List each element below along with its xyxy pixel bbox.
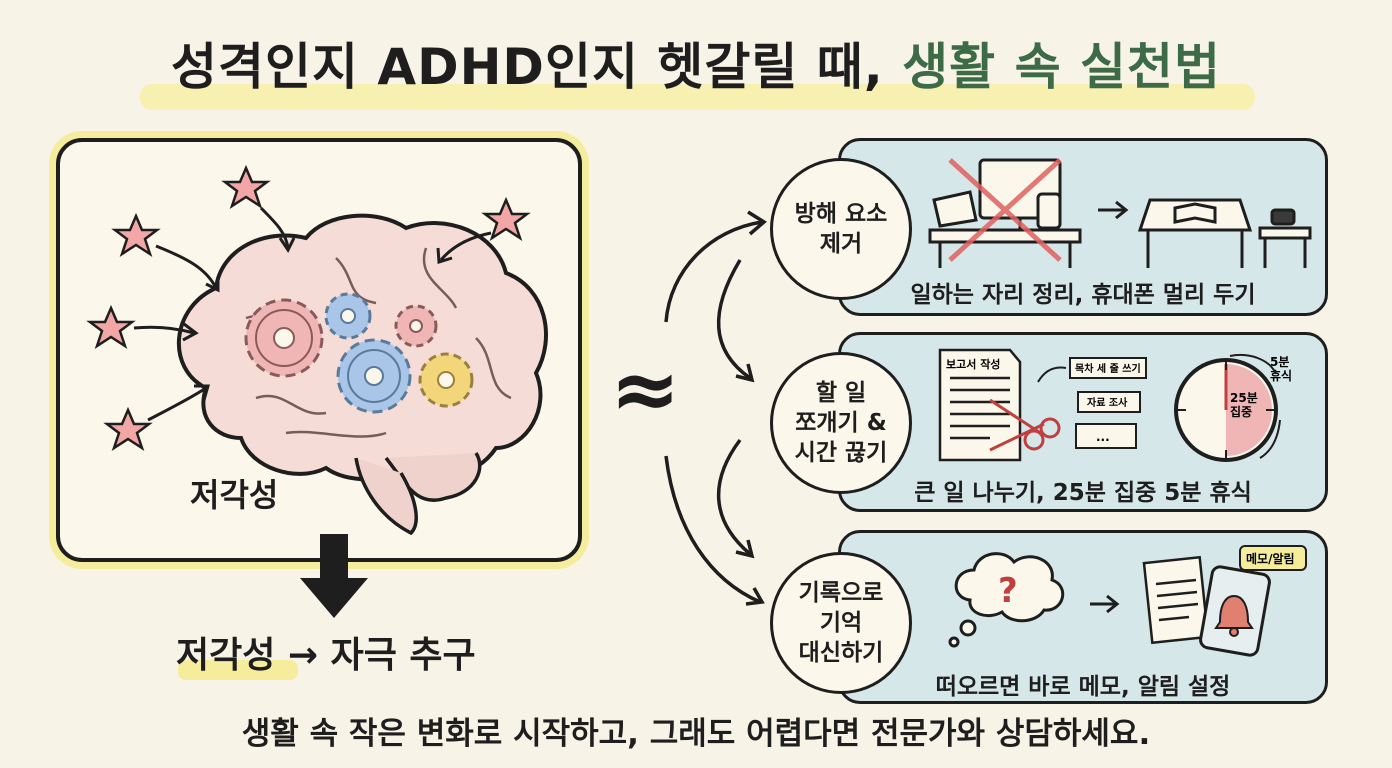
document-label: 보고서 작성 bbox=[946, 357, 1000, 371]
stimulus-arrows bbox=[133, 206, 492, 422]
card-caption: 일하는 자리 정리, 휴대폰 멀리 두기 bbox=[910, 282, 1256, 308]
arrow-icon bbox=[1229, 354, 1277, 375]
branch-arrows bbox=[664, 210, 767, 606]
down-arrow-icon bbox=[300, 534, 368, 618]
desk-illustration bbox=[928, 158, 1312, 268]
gear-icon-pink-small bbox=[394, 304, 438, 348]
memo-illustration: ? 메모/알림 bbox=[948, 545, 1307, 657]
brain-label: 저각성 bbox=[190, 476, 279, 514]
title-accent: 생활 속 실천법 bbox=[902, 38, 1221, 96]
cross-icon bbox=[948, 158, 1062, 262]
arrow-right-icon bbox=[1090, 594, 1120, 614]
page-title: 성격인지 ADHD인지 헷갈릴 때, 생활 속 실천법 bbox=[0, 22, 1392, 112]
timer-icon bbox=[1174, 358, 1278, 462]
task-card bbox=[1069, 357, 1147, 449]
gear-icon-blue bbox=[336, 338, 412, 414]
brain-icon bbox=[176, 213, 548, 536]
approx-symbol: ≈ bbox=[610, 340, 681, 438]
card-caption: 큰 일 나누기, 25분 집중 5분 휴식 bbox=[914, 480, 1252, 506]
strategy-circle-distraction: 방해 요소 제거 bbox=[770, 158, 912, 300]
star-icon bbox=[86, 164, 531, 451]
thought-cloud-icon bbox=[948, 552, 1065, 648]
footer-message: 생활 속 작은 변화로 시작하고, 그래도 어렵다면 전문가와 상담하세요. bbox=[241, 716, 1151, 752]
result-highlight bbox=[178, 660, 298, 680]
arrow-right-icon bbox=[1098, 200, 1129, 220]
arrow-icon bbox=[1259, 419, 1281, 459]
messy-desk-icon bbox=[928, 158, 1082, 268]
memo-tag-badge bbox=[1239, 545, 1307, 571]
gear-icon-blue-small bbox=[324, 292, 372, 340]
task-label: ... bbox=[1096, 430, 1110, 444]
notepad-icon bbox=[1142, 555, 1210, 645]
arrow-icon bbox=[1037, 366, 1067, 383]
task-label: 자료 조사 bbox=[1087, 396, 1128, 409]
title-main: 성격인지 ADHD인지 헷갈릴 때, bbox=[170, 38, 903, 96]
gear-icon-yellow bbox=[418, 352, 474, 408]
card-caption: 떠오르면 바로 메모, 알림 설정 bbox=[935, 674, 1231, 700]
strategy-circle-chunking: 할 일 쪼개기 & 시간 끊기 bbox=[770, 352, 912, 494]
result-label: 저각성 → 자극 추구 bbox=[176, 635, 476, 676]
question-mark: ? bbox=[998, 571, 1018, 611]
memo-tag-label: 메모/알림 bbox=[1246, 551, 1295, 566]
brain-illustration bbox=[86, 164, 548, 536]
gear-icon-pink bbox=[244, 298, 324, 378]
tidy-desk-icon bbox=[1137, 198, 1312, 268]
bell-icon bbox=[1214, 594, 1254, 637]
strategy-circle-notes: 기록으로 기억 대신하기 bbox=[770, 552, 912, 694]
scissors-icon bbox=[989, 398, 1061, 452]
title-highlight bbox=[140, 84, 1255, 110]
task-label: 목차 세 줄 쓰기 bbox=[1075, 362, 1141, 375]
document-icon bbox=[938, 348, 1022, 462]
